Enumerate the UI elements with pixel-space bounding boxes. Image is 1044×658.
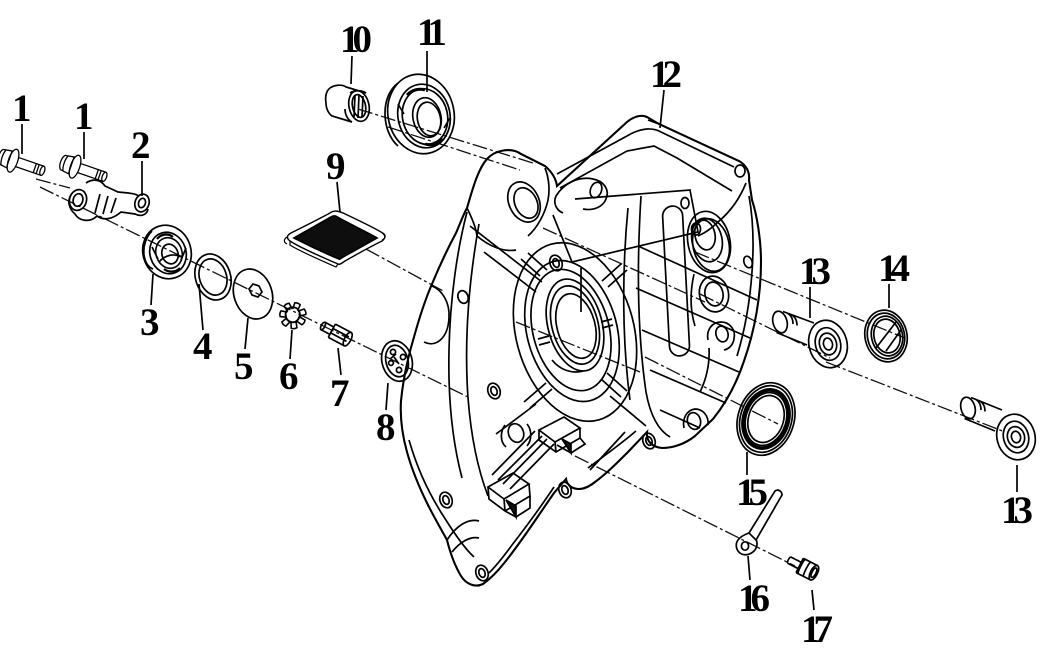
svg-text:8: 8 — [376, 406, 396, 449]
svg-text:6: 6 — [279, 355, 299, 398]
svg-text:7: 7 — [330, 372, 350, 415]
svg-text:1: 1 — [74, 95, 94, 138]
svg-text:5: 5 — [234, 345, 254, 388]
svg-text:4: 4 — [193, 325, 213, 368]
svg-text:9: 9 — [326, 145, 346, 188]
svg-text:1: 1 — [12, 87, 32, 130]
svg-text:2: 2 — [131, 124, 151, 167]
svg-text:3: 3 — [140, 301, 160, 344]
